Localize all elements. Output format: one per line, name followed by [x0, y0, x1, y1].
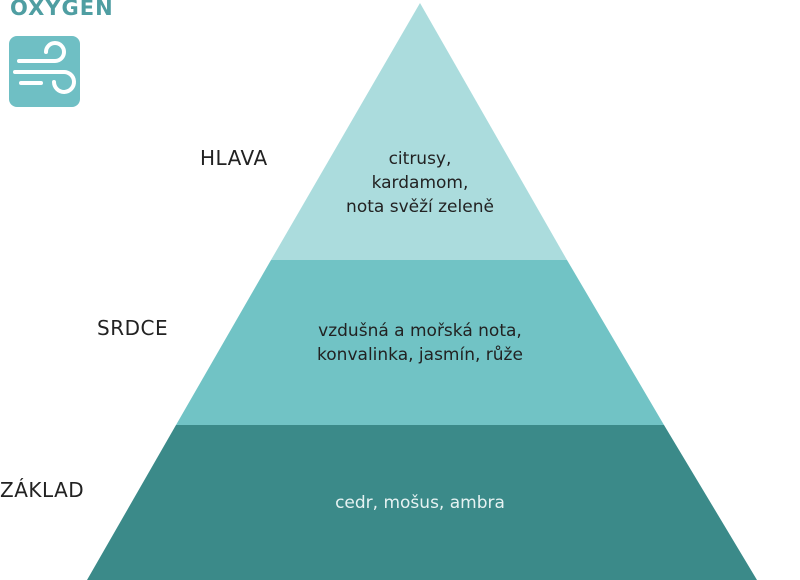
- note-line: kardamom,: [371, 173, 469, 193]
- tier-label-heart: SRDCE: [97, 316, 169, 340]
- tier-label-base: ZÁKLAD: [0, 478, 85, 502]
- brand-name: OXYGEN: [10, 0, 114, 20]
- tier-label-head: HLAVA: [200, 146, 268, 170]
- pyramid-tier-top: [271, 3, 567, 260]
- note-line: konvalinka, jasmín, růže: [317, 345, 523, 365]
- note-line: nota svěží zeleně: [346, 197, 494, 217]
- tier-notes-head: citrusy, kardamom, nota svěží zeleně: [320, 147, 520, 219]
- tier-notes-base: cedr, mošus, ambra: [270, 491, 570, 515]
- tier-notes-heart: vzdušná a mořská nota, konvalinka, jasmí…: [270, 319, 570, 367]
- pyramid-tier-base: [87, 425, 757, 580]
- note-line: citrusy,: [388, 149, 452, 169]
- note-line: vzdušná a mořská nota,: [318, 321, 522, 341]
- note-line: cedr, mošus, ambra: [335, 493, 505, 513]
- wind-icon: [9, 36, 80, 107]
- pyramid-tier-middle: [176, 260, 664, 425]
